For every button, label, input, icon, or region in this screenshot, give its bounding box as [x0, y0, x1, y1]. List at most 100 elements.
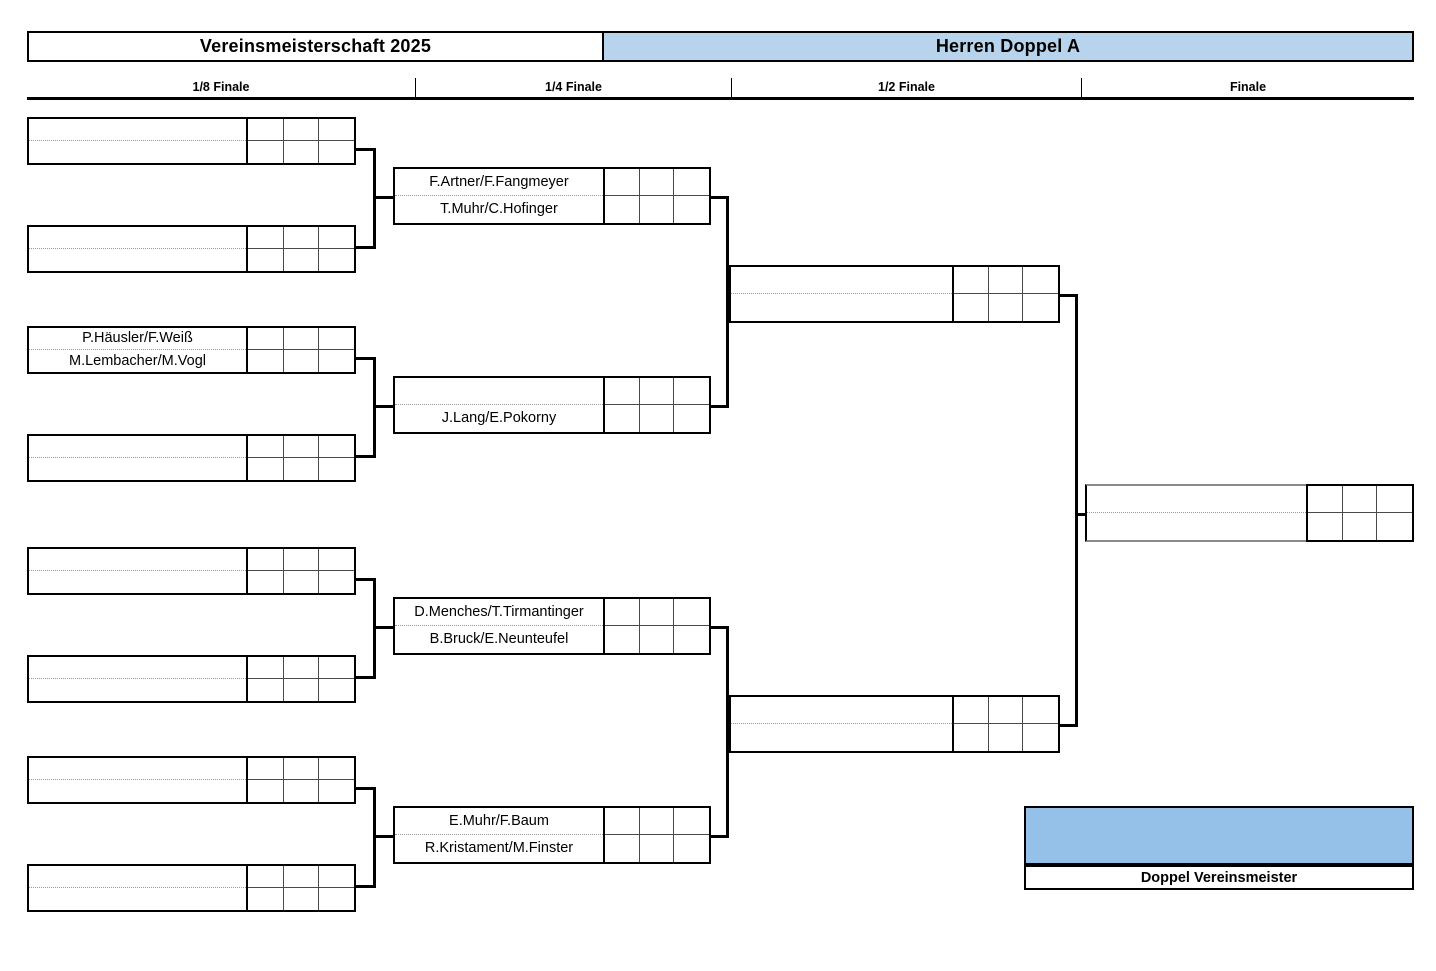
player-slot-top[interactable] — [29, 758, 246, 780]
player-slot-top[interactable] — [395, 378, 603, 405]
score-cell[interactable] — [319, 141, 354, 163]
score-cell[interactable] — [639, 808, 674, 835]
score-cell[interactable] — [988, 697, 1023, 724]
score-cell[interactable] — [319, 549, 355, 571]
score-cell[interactable] — [674, 599, 709, 626]
score-cell[interactable] — [284, 141, 319, 163]
score-cell[interactable] — [319, 328, 355, 350]
player-slot-bottom[interactable] — [29, 249, 246, 271]
score-cell[interactable] — [954, 697, 988, 724]
score-cell[interactable] — [284, 249, 319, 271]
player-slot-top[interactable] — [29, 866, 246, 888]
player-slot-top[interactable] — [29, 436, 246, 458]
score-cell[interactable] — [319, 866, 355, 888]
player-slot-top[interactable] — [29, 549, 246, 571]
score-cell[interactable] — [605, 196, 639, 223]
match-quarter-4[interactable]: E.Muhr/F.Baum R.Kristament/M.Finster — [393, 806, 711, 864]
player-slot-bottom[interactable] — [29, 571, 246, 593]
player-slot-bottom[interactable] — [29, 141, 246, 163]
score-cell[interactable] — [284, 780, 319, 802]
score-cell[interactable] — [674, 808, 709, 835]
player-slot-top[interactable]: E.Muhr/F.Baum — [395, 808, 603, 835]
player-slot-bottom[interactable] — [1087, 513, 1306, 540]
score-cell[interactable] — [283, 866, 319, 888]
score-cell[interactable] — [319, 227, 355, 249]
score-cell[interactable] — [319, 350, 354, 372]
score-cell[interactable] — [1377, 486, 1412, 513]
match-eighth-3[interactable]: P.Häusler/F.Weiß M.Lembacher/M.Vogl — [27, 326, 356, 374]
score-cell[interactable] — [248, 227, 283, 249]
player-slot-bottom[interactable] — [29, 888, 246, 910]
score-cell[interactable] — [989, 724, 1023, 751]
score-cell[interactable] — [248, 780, 283, 802]
score-cell[interactable] — [248, 141, 283, 163]
score-cell[interactable] — [1308, 486, 1342, 513]
player-slot-bottom[interactable] — [731, 294, 952, 321]
match-quarter-3[interactable]: D.Menches/T.Tirmantinger B.Bruck/E.Neunt… — [393, 597, 711, 655]
score-cell[interactable] — [639, 599, 674, 626]
score-cell[interactable] — [674, 626, 709, 653]
score-cell[interactable] — [1023, 267, 1058, 294]
player-slot-top[interactable] — [731, 697, 952, 724]
score-cell[interactable] — [640, 835, 674, 862]
champion-name[interactable] — [1026, 808, 1412, 863]
score-cell[interactable] — [640, 626, 674, 653]
score-cell[interactable] — [639, 378, 674, 405]
score-cell[interactable] — [283, 549, 319, 571]
player-slot-top[interactable] — [29, 119, 246, 141]
score-cell[interactable] — [605, 405, 639, 432]
match-eighth-6[interactable] — [27, 655, 356, 703]
score-cell[interactable] — [283, 758, 319, 780]
match-quarter-2[interactable]: J.Lang/E.Pokorny — [393, 376, 711, 434]
match-eighth-4[interactable] — [27, 434, 356, 482]
player-slot-bottom[interactable] — [29, 458, 246, 480]
score-cell[interactable] — [319, 119, 355, 141]
player-slot-top[interactable]: F.Artner/F.Fangmeyer — [395, 169, 603, 196]
score-cell[interactable] — [248, 571, 283, 593]
player-slot-top[interactable] — [731, 267, 952, 294]
match-semi-1[interactable] — [729, 265, 1060, 323]
player-slot-bottom[interactable]: J.Lang/E.Pokorny — [441, 410, 557, 427]
score-cell[interactable] — [674, 378, 709, 405]
player-slot-top[interactable] — [29, 657, 246, 679]
match-quarter-1[interactable]: F.Artner/F.Fangmeyer T.Muhr/C.Hofinger — [393, 167, 711, 225]
score-cell[interactable] — [1343, 513, 1377, 540]
score-cell[interactable] — [640, 196, 674, 223]
score-cell[interactable] — [248, 249, 283, 271]
score-cell[interactable] — [954, 267, 988, 294]
player-slot-bottom[interactable]: T.Muhr/C.Hofinger — [440, 201, 558, 218]
player-slot-bottom[interactable] — [29, 780, 246, 802]
score-cell[interactable] — [674, 405, 709, 432]
score-cell[interactable] — [319, 679, 354, 701]
score-cell[interactable] — [319, 571, 354, 593]
score-cell[interactable] — [319, 436, 355, 458]
score-cell[interactable] — [248, 119, 283, 141]
score-cell[interactable] — [283, 119, 319, 141]
score-cell[interactable] — [1023, 697, 1058, 724]
score-cell[interactable] — [248, 549, 283, 571]
player-slot-top[interactable]: D.Menches/T.Tirmantinger — [395, 599, 603, 626]
score-cell[interactable] — [284, 571, 319, 593]
player-slot-bottom[interactable] — [29, 679, 246, 701]
score-cell[interactable] — [284, 888, 319, 910]
player-slot-bottom[interactable]: M.Lembacher/M.Vogl — [68, 352, 206, 369]
score-cell[interactable] — [248, 758, 283, 780]
score-cell[interactable] — [605, 808, 639, 835]
score-cell[interactable] — [284, 458, 319, 480]
score-cell[interactable] — [283, 227, 319, 249]
score-cell[interactable] — [319, 780, 354, 802]
match-eighth-2[interactable] — [27, 225, 356, 273]
score-cell[interactable] — [988, 267, 1023, 294]
match-eighth-8[interactable] — [27, 864, 356, 912]
score-cell[interactable] — [248, 328, 283, 350]
player-slot-top[interactable] — [1087, 486, 1306, 513]
score-cell[interactable] — [1377, 513, 1412, 540]
score-cell[interactable] — [283, 328, 319, 350]
score-cell[interactable] — [639, 169, 674, 196]
score-cell[interactable] — [989, 294, 1023, 321]
match-eighth-1[interactable] — [27, 117, 356, 165]
player-slot-top[interactable]: P.Häusler/F.Weiß — [29, 328, 246, 350]
score-cell[interactable] — [248, 436, 283, 458]
score-cell[interactable] — [605, 169, 639, 196]
score-cell[interactable] — [248, 350, 283, 372]
